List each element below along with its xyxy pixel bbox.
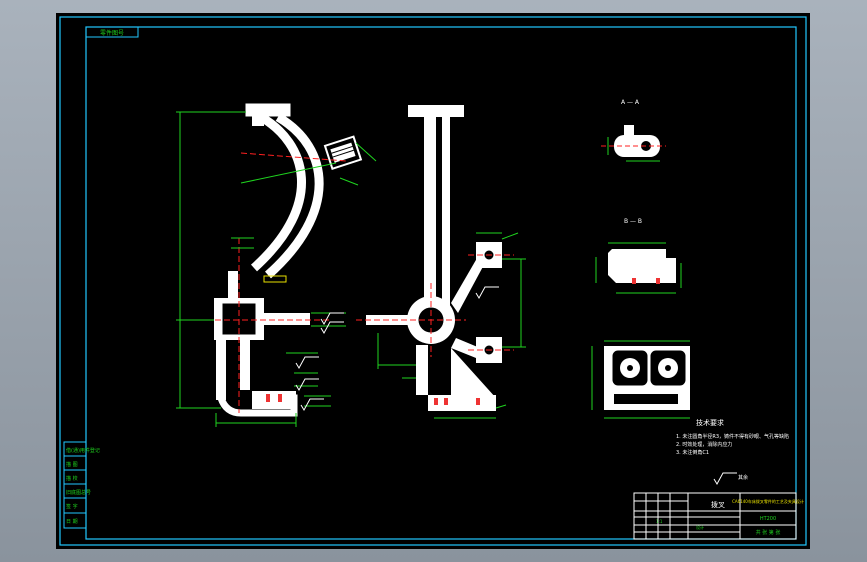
left-registration-block: 借(通)用件登记 描 图 描 校 旧底图总号 签 字 日 期: [63, 441, 100, 529]
left-block-row: 描 校: [66, 475, 78, 482]
note-line: 2. 时效处理，消除内应力: [676, 441, 732, 448]
part-name: 拨叉: [711, 500, 725, 509]
inner-frame: [85, 26, 797, 540]
sheet-info: 共 张 第 张: [756, 529, 781, 536]
left-block-row: 日 期: [66, 519, 78, 525]
note-line: 1. 未注圆角半径R3，铸件不得有砂眼、气孔等缺陷: [676, 433, 789, 440]
scale: 1:1: [656, 519, 663, 524]
section-b-label: B — B: [624, 218, 642, 225]
technical-drawing: 零件图号 借(通)用件登记 描 图 描 校 旧底图总号 签 字 日 期: [59, 16, 807, 546]
material: HT200: [760, 516, 776, 522]
project-title: CA6140车床拨叉零件的工艺及夹具设计: [732, 498, 804, 504]
notes-title: 技术要求: [696, 418, 724, 427]
drawing-no: 设计: [696, 524, 704, 530]
roughness-symbols: [295, 286, 737, 486]
left-block-row: 借(通)用件登记: [66, 447, 100, 454]
left-block-row: 签 字: [66, 503, 78, 510]
side-view: [356, 105, 514, 411]
front-top-boss: [245, 103, 291, 117]
section-b-view: [595, 242, 682, 294]
header-tab: [85, 26, 139, 38]
bottom-view: [591, 340, 690, 419]
section-a-view: [601, 125, 666, 162]
section-a-label: A — A: [621, 99, 640, 106]
header-tab-text: 零件图号: [100, 29, 124, 37]
left-block-row: 描 图: [66, 461, 78, 468]
title-block: 拨叉 CA6140车床拨叉零件的工艺及夹具设计 HT200 共 张 第 张 1:…: [633, 492, 804, 540]
note-line: 3. 未注倒角C1: [676, 449, 709, 456]
outer-frame: [59, 16, 807, 546]
front-view-dimensions: [176, 111, 377, 427]
roughness-other: 其余: [738, 474, 748, 481]
left-block-row: 旧底图总号: [66, 489, 91, 496]
drawing-sheet: 零件图号 借(通)用件登记 描 图 描 校 旧底图总号 签 字 日 期: [56, 13, 810, 549]
side-view-dimensions: [377, 232, 526, 419]
front-view: [206, 103, 363, 417]
technical-notes: 技术要求 1. 未注圆角半径R3，铸件不得有砂眼、气孔等缺陷 2. 时效处理，消…: [676, 418, 789, 481]
